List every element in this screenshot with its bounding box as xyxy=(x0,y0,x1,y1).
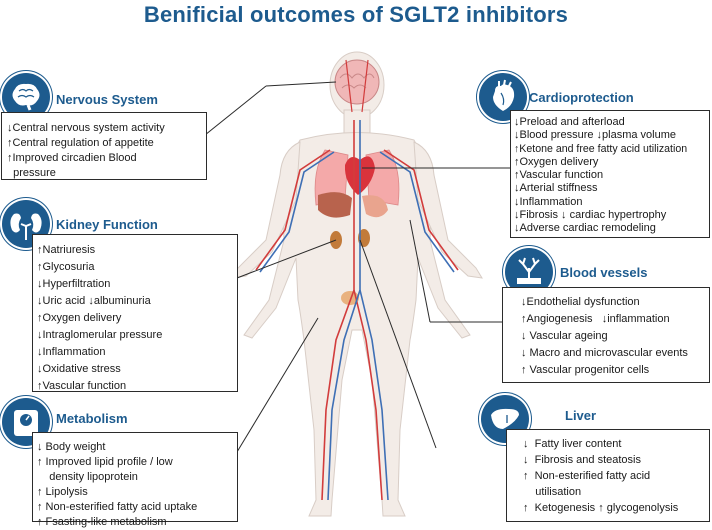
nervous-system-header: Nervous System xyxy=(56,92,158,107)
nervous-line-1: ↓Central nervous system activity xyxy=(7,122,165,134)
kidney-line-3: ↓Hyperfiltration xyxy=(37,278,111,290)
metabolism-line-3: density lipoprotein xyxy=(37,471,138,483)
cardioprotection-header: Cardioprotection xyxy=(529,90,634,105)
cardio-line-1: ↓Preload and afterload xyxy=(514,116,625,128)
vessels-line-1: ↓Endothelial dysfunction xyxy=(521,296,640,308)
nervous-line-2: ↑Central regulation of appetite xyxy=(7,137,154,149)
nervous-line-4: pressure xyxy=(7,167,56,179)
cardio-line-7: ↓Inflammation xyxy=(514,195,583,208)
kidney-line-9: ↑Vascular function xyxy=(37,380,127,392)
liver-line-2: ↓ Fibrosis and steatosis xyxy=(523,454,641,466)
metabolism-box: ↓ Body weight ↑ Improved lipid profile /… xyxy=(32,432,238,528)
metabolism-header: Metabolism xyxy=(56,411,128,426)
page-title: Benificial outcomes of SGLT2 inhibitors xyxy=(143,2,569,27)
kidney-function-box: ↑Natriuresis ↑Glycosuria ↓Hyperfiltratio… xyxy=(32,234,238,392)
liver-line-1: ↓ Fatty liver content xyxy=(523,438,622,450)
nervous-system-box: ↓Central nervous system activity ↑Centra… xyxy=(1,112,207,180)
vessels-line-2: ↑Angiogenesis ↓inflammation xyxy=(521,313,670,325)
cardio-line-8: ↓Fibrosis ↓ cardiac hypertrophy xyxy=(514,209,667,222)
metabolism-line-2: ↑ Improved lipid profile / low xyxy=(37,456,173,468)
liver-line-5: ↑ Ketogenesis ↑ glycogenolysis xyxy=(523,502,679,514)
metabolism-line-6: ↑ Fsasting-like metabolism xyxy=(37,516,167,528)
metabolism-line-4: ↑ Lipolysis xyxy=(37,486,88,498)
cardio-line-4: ↑Oxygen delivery xyxy=(514,155,599,168)
liver-line-3: ↑ Non-esterified fatty acid xyxy=(523,470,651,482)
vessels-line-3: ↓ Vascular ageing xyxy=(521,330,608,342)
cardioprotection-box: ↓Preload and afterload ↓Blood pressure ↓… xyxy=(510,110,710,238)
cardio-line-3: ↑Ketone and free fatty acid utilization xyxy=(514,142,688,155)
cardio-line-5: ↑Vascular function xyxy=(514,169,604,182)
cardio-line-2: ↓Blood pressure ↓plasma volume xyxy=(514,129,677,142)
kidney-line-7: ↓Inflammation xyxy=(37,346,106,358)
kidney-line-4: ↓Uric acid ↓albuminuria xyxy=(37,295,151,307)
liver-icon xyxy=(481,395,529,443)
cardio-line-6: ↓Arterial stiffness xyxy=(514,182,598,195)
blood-vessels-box: ↓Endothelial dysfunction ↑Angiogenesis ↓… xyxy=(502,287,710,383)
kidney-line-8: ↓Oxidative stress xyxy=(37,363,121,375)
vessels-line-4: ↓ Macro and microvascular events xyxy=(521,347,688,359)
kidney-function-header: Kidney Function xyxy=(56,217,158,232)
liver-line-4: utilisation xyxy=(523,486,582,498)
kidney-line-2: ↑Glycosuria xyxy=(37,261,95,273)
nervous-line-3: ↑Improved circadien Blood xyxy=(7,152,137,164)
metabolism-line-1: ↓ Body weight xyxy=(37,441,106,453)
kidney-line-1: ↑Natriuresis xyxy=(37,244,96,256)
liver-box: ↓ Fatty liver content ↓ Fibrosis and ste… xyxy=(506,429,710,522)
liver-header: Liver xyxy=(565,408,597,423)
kidney-line-6: ↓Intraglomerular pressure xyxy=(37,329,163,341)
metabolism-line-5: ↑ Non-esterified fatty acid uptake xyxy=(37,501,198,513)
cardio-line-9: ↓Adverse cardiac remodeling xyxy=(514,222,656,235)
vessels-line-5: ↑ Vascular progenitor cells xyxy=(521,364,650,376)
blood-vessels-header: Blood vessels xyxy=(560,265,648,280)
kidney-line-5: ↑Oxygen delivery xyxy=(37,312,122,324)
